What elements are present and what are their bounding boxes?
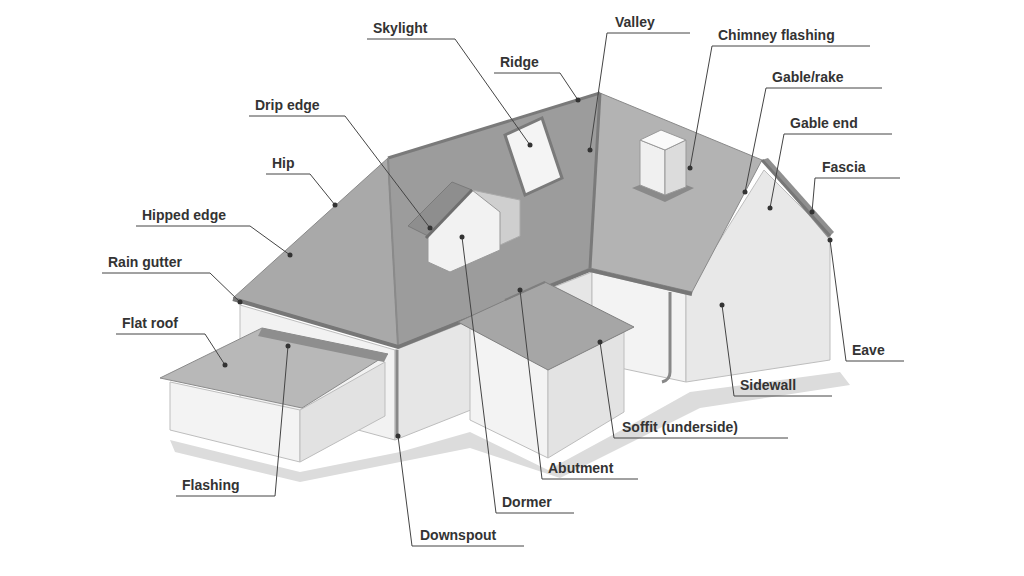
part-label: Gable end: [790, 114, 858, 132]
leader-dot: [518, 288, 523, 293]
part-label: Dormer: [502, 493, 552, 511]
leader-dot: [810, 210, 815, 215]
skylight: [505, 118, 562, 195]
leader-dot: [576, 98, 581, 103]
leader-line: [102, 273, 240, 302]
leader-line: [520, 290, 638, 479]
part-label: Abutment: [548, 459, 613, 477]
part-label: Sidewall: [740, 376, 796, 394]
flashing: [258, 328, 388, 362]
leader-line: [812, 178, 900, 212]
part-label: Chimney flashing: [718, 26, 835, 44]
part-label: Drip edge: [255, 96, 320, 114]
leader-dot: [688, 166, 693, 171]
part-label: Gable/rake: [772, 68, 844, 86]
leader-line: [745, 88, 882, 192]
leader-line: [690, 46, 870, 168]
porch-roof: [458, 282, 634, 370]
abutment: [505, 282, 545, 300]
dormer: [428, 190, 500, 272]
part-label: Hipped edge: [142, 206, 226, 224]
leader-dot: [768, 206, 773, 211]
roof-face: [590, 93, 762, 292]
leader-dot: [720, 303, 725, 308]
leader-dot: [288, 253, 293, 258]
part-label: Rain gutter: [108, 253, 182, 271]
downspout: [396, 350, 399, 438]
leader-line: [116, 334, 225, 365]
part-label: Eave: [852, 341, 885, 359]
part-label: Valley: [615, 13, 655, 31]
leader-line: [398, 436, 524, 546]
part-label: Soffit (underside): [622, 418, 738, 436]
part-label: Flat roof: [122, 314, 178, 332]
leader-line: [830, 240, 904, 361]
leader-dot: [238, 300, 243, 305]
roof-face: [233, 158, 398, 346]
leader-dot: [286, 344, 291, 349]
leader-dots: [223, 98, 833, 439]
part-label: Skylight: [373, 19, 427, 37]
leader-dot: [396, 434, 401, 439]
leader-dot: [223, 363, 228, 368]
leader-dot: [460, 235, 465, 240]
leader-dot: [428, 226, 433, 231]
downspout: [662, 292, 670, 382]
leader-line: [494, 73, 578, 100]
part-label: Ridge: [500, 53, 539, 71]
leader-dot: [598, 340, 603, 345]
leader-line: [722, 305, 832, 396]
leader-line: [136, 226, 290, 255]
valley-line: [590, 93, 600, 268]
leader-line: [590, 33, 690, 150]
part-label: Fascia: [822, 158, 866, 176]
hip-line: [388, 158, 398, 346]
leader-dot: [743, 190, 748, 195]
part-label: Flashing: [182, 476, 240, 494]
leader-line: [176, 346, 288, 496]
chimney: [640, 130, 686, 150]
leader-dot: [828, 238, 833, 243]
drip-edge: [426, 190, 472, 238]
part-label: Downspout: [420, 526, 496, 544]
leader-dot: [333, 203, 338, 208]
leader-lines: [102, 33, 904, 546]
leader-dot: [528, 143, 533, 148]
part-label: Hip: [272, 154, 295, 172]
leader-dot: [588, 148, 593, 153]
leader-line: [266, 174, 335, 205]
flat-roof: [160, 328, 388, 408]
leader-line: [249, 116, 430, 228]
leader-line: [770, 134, 892, 208]
ridge-line: [388, 93, 600, 158]
